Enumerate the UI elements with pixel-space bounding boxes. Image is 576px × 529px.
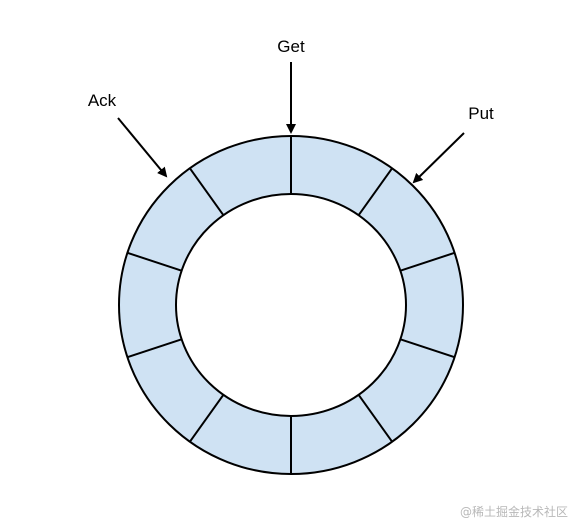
watermark: @稀土掘金技术社区 (459, 505, 568, 519)
slot-divider (127, 338, 182, 359)
slot-divider (400, 338, 455, 359)
slot-divider (357, 167, 393, 216)
get-label: Get (277, 37, 305, 56)
ack-label: Ack (88, 91, 117, 110)
put-label: Put (468, 104, 494, 123)
put-arrow (412, 132, 465, 184)
slot-divider (357, 394, 393, 443)
ack-arrow (117, 117, 168, 178)
put-pointer: Put (412, 104, 494, 184)
ack-pointer: Ack (88, 91, 168, 178)
slot-divider (400, 251, 455, 272)
slot-divider (189, 394, 225, 443)
ring-inner-hole (175, 193, 407, 417)
get-pointer: Get (277, 37, 305, 134)
slot-divider (127, 251, 182, 272)
slot-dividers (127, 136, 455, 474)
ring-buffer (118, 135, 464, 475)
ring-outer-edge (118, 135, 464, 475)
slot-divider (189, 167, 225, 216)
